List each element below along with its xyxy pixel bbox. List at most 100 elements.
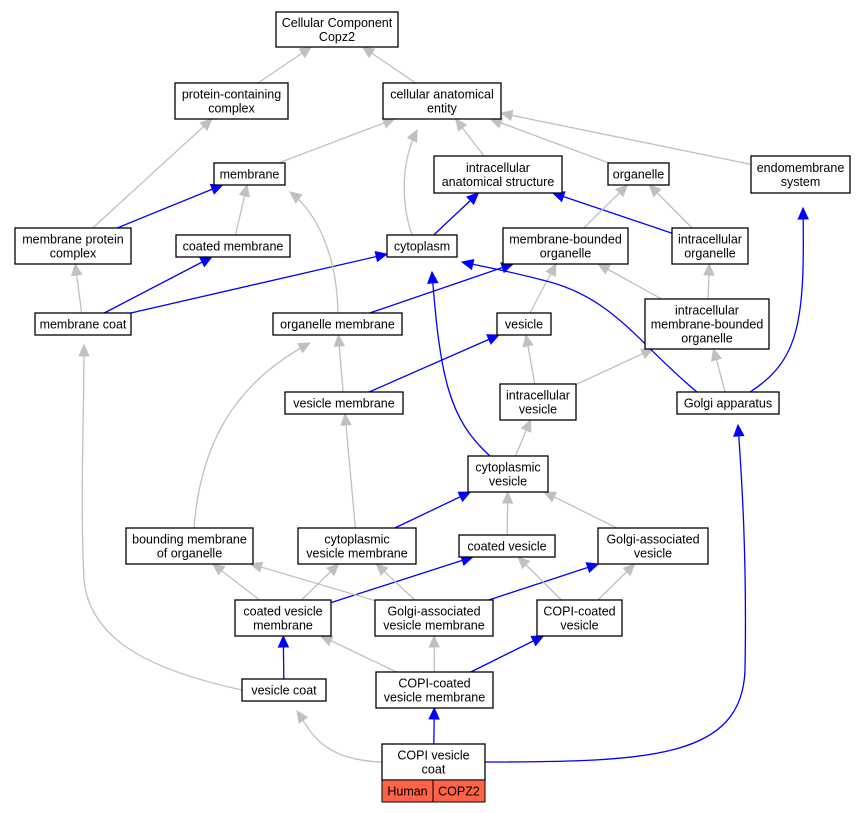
term-label-line: Copz2 — [319, 30, 355, 44]
edge-vesicle-is_a-membrane_bounded — [529, 262, 557, 314]
term-node-coated-membrane[interactable]: coated membrane — [175, 234, 291, 258]
term-box — [34, 312, 132, 336]
term-label-line: Cellular Component — [282, 16, 393, 30]
edge-cytoplasm-is_a-cell_anat — [403, 128, 418, 236]
term-node-membrane-coat[interactable]: membrane coat — [34, 312, 132, 336]
term-box — [676, 391, 780, 415]
edge-golgi_vesicle_membrane-is_a-cyto_vesicle_membrane — [375, 563, 416, 601]
term-label-line: organelle — [540, 247, 591, 261]
term-label-line: of organelle — [157, 547, 222, 561]
arrowhead-icon — [326, 563, 340, 577]
term-label-line: membrane — [220, 168, 280, 182]
term-node-golgi[interactable]: Golgi apparatus — [676, 391, 780, 415]
edge-golgi_vesicle_membrane-part_of-golgi_vesicle — [488, 562, 600, 601]
term-label-line: entity — [427, 102, 458, 116]
arrowhead-icon — [70, 262, 83, 277]
term-node-membrane[interactable]: membrane — [213, 162, 286, 186]
edge-line — [289, 191, 339, 314]
term-node-organelle[interactable]: organelle — [607, 162, 670, 186]
term-label-line: anatomical structure — [442, 175, 555, 189]
edge-vesicle_coat-part_of-coated_vesicle_membrane — [277, 634, 290, 680]
term-box — [433, 155, 563, 194]
term-node-cytoplasm[interactable]: cytoplasm — [386, 234, 458, 258]
term-box — [375, 671, 494, 709]
term-box — [14, 227, 132, 265]
edge-golgi_vesicle-is_a-cyto_vesicle — [543, 491, 618, 529]
edge-line — [250, 563, 376, 602]
term-label-line: vesicle coat — [251, 684, 317, 698]
arrowhead-icon — [648, 184, 662, 198]
arrowhead-icon — [340, 412, 352, 426]
term-box — [496, 312, 552, 336]
arrowhead-icon — [585, 562, 600, 574]
term-label-line: vesicle membrane — [293, 397, 394, 411]
term-node-organelle-membrane[interactable]: organelle membrane — [272, 312, 403, 336]
term-label-line: vesicle membrane — [306, 547, 407, 561]
edge-golgi-part_of-endomembrane — [749, 206, 809, 393]
edge-cyto_vesicle_membrane-is_a-vesicle_membrane — [340, 412, 357, 529]
edge-bounding_membrane-is_a-organelle_membrane — [193, 342, 312, 529]
term-node-coated-vesicle[interactable]: coated vesicle — [458, 534, 556, 558]
edge-line — [484, 424, 747, 763]
edge-line — [369, 263, 514, 314]
edge-copi_vesicle_coat-part_of-golgi — [484, 423, 747, 763]
arrowhead-icon — [199, 118, 213, 132]
edge-line — [552, 192, 673, 234]
term-box — [234, 599, 332, 637]
arrowhead-icon — [454, 118, 468, 132]
term-node-vesicle-coat[interactable]: vesicle coat — [241, 678, 327, 702]
edge-line — [116, 184, 223, 229]
arrowhead-icon — [597, 263, 612, 275]
edge-membrane_coat-part_of-coated_membrane — [103, 256, 213, 314]
arrowhead-icon — [501, 490, 514, 504]
term-label-line: vesicle — [519, 403, 557, 417]
edge-golgi_vesicle_membrane-is_a-bounding_membrane — [249, 561, 376, 602]
term-node-vesicle[interactable]: vesicle — [496, 312, 552, 336]
arrowhead-icon — [375, 563, 389, 577]
edge-organelle_membrane-is_a-membrane — [289, 191, 339, 314]
term-label-line: organelle membrane — [280, 318, 395, 332]
arrowhead-icon — [520, 418, 532, 433]
term-box — [644, 298, 770, 350]
term-label-line: coated vesicle — [243, 605, 322, 619]
edge-line — [403, 129, 418, 236]
term-node-vesicle-membrane[interactable]: vesicle membrane — [284, 391, 404, 415]
term-label-line: coated membrane — [183, 240, 284, 254]
arrowhead-icon — [198, 256, 213, 268]
term-label-line: intracellular — [675, 304, 739, 318]
term-label-line: vesicle — [560, 619, 598, 633]
arrowhead-icon — [530, 635, 545, 647]
edge-line — [103, 256, 213, 314]
term-label-line: vesicle membrane — [383, 619, 484, 633]
arrowhead-icon — [289, 191, 303, 204]
arrowhead-icon — [622, 563, 636, 577]
edge-membrane_coat-is_a-membrane_protein_complex — [70, 262, 83, 314]
arrowhead-icon — [319, 635, 334, 647]
edge-line — [544, 491, 618, 529]
edge-intra_vesicle-is_a-intra_mb_organelle — [575, 348, 654, 386]
edge-line — [575, 348, 654, 386]
edge-coated_vesicle_membrane-is_a-bounding_membrane — [211, 563, 260, 601]
term-box — [386, 234, 458, 258]
term-label-line: complex — [208, 102, 255, 116]
